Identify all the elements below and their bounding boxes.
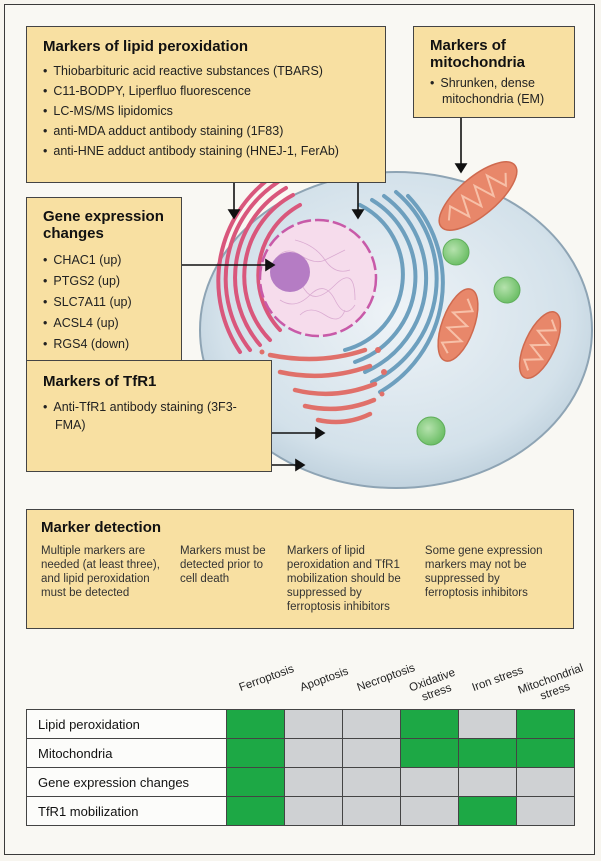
- mitochondria-marker-box: Markers of mitochondria Shrunken, dense …: [413, 26, 575, 118]
- negative-cell: [458, 709, 517, 739]
- list-item: Anti-TfR1 antibody staining (3F3-FMA): [43, 398, 261, 434]
- negative-cell: [342, 738, 401, 768]
- marker-detection-box: Marker detection Multiple markers are ne…: [26, 509, 574, 629]
- detection-note: Markers of lipid peroxidation and TfR1 m…: [286, 545, 401, 613]
- negative-cell: [342, 796, 401, 826]
- list-item: LC-MS/MS lipidomics: [43, 101, 371, 121]
- list-item: SLC7A11 (up): [43, 292, 171, 313]
- positive-cell: [226, 767, 285, 797]
- table-row: Lipid peroxidation: [26, 709, 575, 739]
- positive-cell: [400, 709, 459, 739]
- negative-cell: [458, 767, 517, 797]
- gene-expression-box: Gene expression changes CHAC1 (up) PTGS2…: [26, 197, 182, 365]
- negative-cell: [284, 738, 343, 768]
- lipid-peroxidation-box: Markers of lipid peroxidation Thiobarbit…: [26, 26, 386, 183]
- list-item: anti-MDA adduct antibody staining (1F83): [43, 121, 371, 141]
- negative-cell: [400, 767, 459, 797]
- positive-cell: [458, 738, 517, 768]
- list-item: CHAC1 (up): [43, 250, 171, 271]
- lipid-marker-list: Thiobarbituric acid reactive substances …: [43, 61, 371, 161]
- positive-cell: [458, 796, 517, 826]
- negative-cell: [516, 796, 575, 826]
- positive-cell: [516, 709, 575, 739]
- tfr1-marker-title: Markers of TfR1: [43, 373, 157, 390]
- positive-cell: [226, 709, 285, 739]
- nucleolus: [270, 252, 310, 292]
- tfr1-marker-box: Markers of TfR1 Anti-TfR1 antibody stain…: [26, 360, 272, 472]
- row-label: TfR1 mobilization: [26, 796, 227, 826]
- rough-er: [343, 190, 445, 394]
- negative-cell: [400, 796, 459, 826]
- mitochondria-marker-title: Markers of mitochondria: [430, 37, 526, 71]
- mitochondria: [437, 161, 562, 379]
- nucleus: [258, 218, 378, 338]
- negative-cell: [342, 709, 401, 739]
- positive-cell: [226, 796, 285, 826]
- golgi-vesicles: [259, 347, 387, 397]
- marker-detection-title: Marker detection: [41, 519, 162, 536]
- list-item: anti-HNE adduct antibody staining (HNEJ-…: [43, 141, 371, 161]
- detection-notes: Multiple markers are needed (at least th…: [41, 544, 561, 614]
- detection-note: Some gene expression markers may not be …: [424, 545, 543, 599]
- row-label: Gene expression changes: [26, 767, 227, 797]
- positive-cell: [516, 738, 575, 768]
- list-item: ACSL4 (up): [43, 313, 171, 334]
- list-item: Thiobarbituric acid reactive substances …: [43, 61, 371, 81]
- detection-note: Markers must be detected prior to cell d…: [179, 545, 266, 585]
- gene-list: CHAC1 (up) PTGS2 (up) SLC7A11 (up) ACSL4…: [43, 250, 171, 355]
- positive-cell: [400, 738, 459, 768]
- row-label: Lipid peroxidation: [26, 709, 227, 739]
- pointer-arrows: [182, 118, 468, 472]
- lysosomes: [416, 238, 521, 446]
- table-row: Mitochondria: [26, 738, 575, 768]
- golgi-apparatus: [267, 347, 378, 425]
- negative-cell: [284, 767, 343, 797]
- negative-cell: [516, 767, 575, 797]
- list-item: Shrunken, dense mitochondria (EM): [430, 75, 564, 107]
- negative-cell: [342, 767, 401, 797]
- detection-note: Multiple markers are needed (at least th…: [41, 545, 160, 599]
- list-item: C11-BODPY, Liperfluo fluorescence: [43, 81, 371, 101]
- tfr1-marker-list: Anti-TfR1 antibody staining (3F3-FMA): [43, 398, 261, 434]
- table-row: TfR1 mobilization: [26, 796, 575, 826]
- negative-cell: [284, 709, 343, 739]
- negative-cell: [284, 796, 343, 826]
- list-item: RGS4 (down): [43, 334, 171, 355]
- lipid-peroxidation-title: Markers of lipid peroxidation: [43, 38, 249, 55]
- list-item: PTGS2 (up): [43, 271, 171, 292]
- positive-cell: [226, 738, 285, 768]
- table-row: Gene expression changes: [26, 767, 575, 797]
- row-label: Mitochondria: [26, 738, 227, 768]
- mitochondria-marker-list: Shrunken, dense mitochondria (EM): [430, 75, 564, 107]
- endoplasmic-reticulum: [216, 176, 302, 354]
- gene-expression-title: Gene expression changes: [43, 208, 164, 242]
